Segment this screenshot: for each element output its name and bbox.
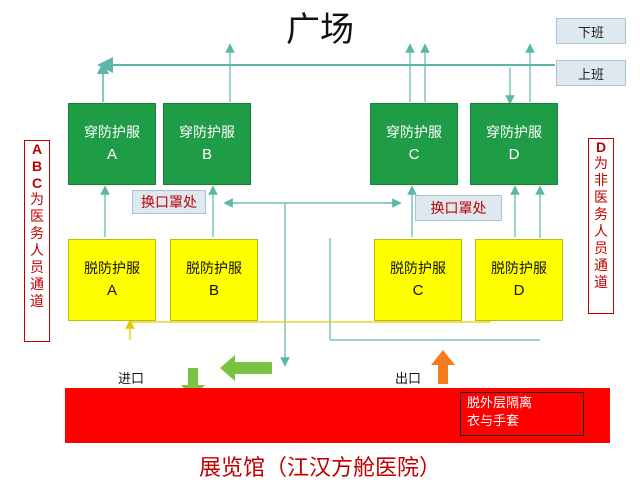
doff-box-label: 脱防护服 [186, 261, 242, 277]
mask-change-right: 换口罩处 [415, 195, 502, 221]
legend-off-duty: 下班 [556, 18, 626, 44]
doff-box-label: 脱防护服 [491, 261, 547, 277]
entrance-label: 进口 [118, 372, 145, 387]
note-char: 医 [594, 190, 608, 206]
note-char: 通 [594, 258, 608, 274]
note-char: 务 [30, 226, 44, 242]
note-char: 人 [30, 243, 44, 259]
mask-change-left: 换口罩处 [132, 190, 206, 214]
legend-on-duty: 上班 [556, 60, 626, 86]
don-box-letter: D [508, 146, 520, 163]
don-box-letter: A [106, 146, 117, 163]
note-char: 道 [594, 275, 608, 291]
footer-title: 展览馆（江汉方舱医院） [198, 456, 441, 481]
don-box-b: 穿防护服 B [163, 103, 251, 185]
doff-box-letter: C [412, 282, 424, 299]
don-box-a: 穿防护服 A [68, 103, 156, 185]
don-box-label: 穿防护服 [179, 125, 235, 141]
doff-box-a: 脱防护服 A [68, 239, 156, 321]
remove-note-line1: 脱外层隔离 [467, 396, 533, 411]
don-box-letter: B [201, 146, 212, 163]
exit-arrow [431, 350, 455, 384]
note-char: 员 [594, 241, 608, 257]
note-char: 道 [30, 294, 44, 310]
exit-label: 出口 [395, 372, 422, 387]
note-char: 为 [30, 192, 44, 208]
left-flow-arrow [220, 355, 272, 381]
note-char: 务 [594, 207, 608, 223]
medical-staff-note: A B C 为 医 务 人 员 通 道 [24, 140, 50, 342]
note-letter: C [31, 175, 43, 191]
don-box-label: 穿防护服 [486, 125, 542, 141]
note-letter: D [595, 139, 607, 155]
remove-note-line2: 衣与手套 [467, 414, 520, 429]
page-title: 广场 [286, 10, 354, 50]
note-letter: A [31, 141, 43, 157]
remove-outer-gown-note: 脱外层隔离 衣与手套 [460, 392, 584, 436]
note-char: 非 [594, 173, 608, 189]
doff-box-label: 脱防护服 [390, 261, 446, 277]
note-char: 人 [594, 224, 608, 240]
doff-box-letter: A [106, 282, 117, 299]
non-medical-staff-note: D 为 非 医 务 人 员 通 道 [588, 138, 614, 314]
don-box-label: 穿防护服 [386, 125, 442, 141]
doff-box-letter: B [208, 282, 219, 299]
note-char: 员 [30, 260, 44, 276]
don-box-letter: C [408, 146, 420, 163]
note-letter: B [31, 158, 43, 174]
don-box-d: 穿防护服 D [470, 103, 558, 185]
don-box-label: 穿防护服 [84, 125, 140, 141]
note-char: 医 [30, 209, 44, 225]
note-char: 为 [594, 156, 608, 172]
don-box-c: 穿防护服 C [370, 103, 458, 185]
doff-box-label: 脱防护服 [84, 261, 140, 277]
note-char: 通 [30, 277, 44, 293]
doff-box-d: 脱防护服 D [475, 239, 563, 321]
doff-box-c: 脱防护服 C [374, 239, 462, 321]
doff-box-b: 脱防护服 B [170, 239, 258, 321]
doff-box-letter: D [513, 282, 525, 299]
